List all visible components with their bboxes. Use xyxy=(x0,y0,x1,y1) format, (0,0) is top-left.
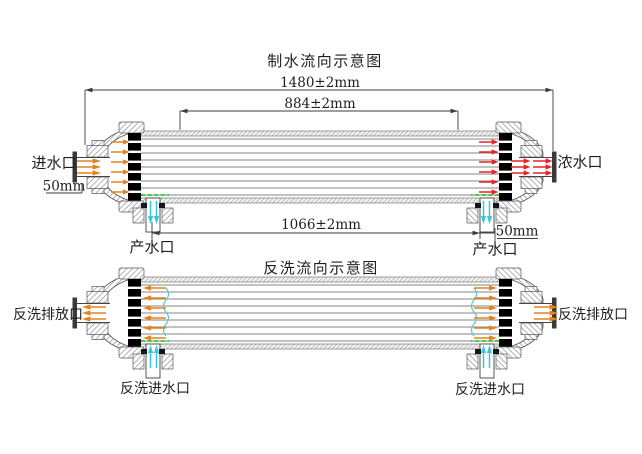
drain-right-label: 反洗排放口 xyxy=(558,307,628,323)
backwash-title: 反洗流向示意图 xyxy=(263,259,379,277)
dimension-membrane-length: 884±2mm xyxy=(179,96,459,130)
permeate-left-label: 产水口 xyxy=(129,238,174,256)
backwash-inlet-left-label: 反洗进水口 xyxy=(120,381,190,397)
svg-text:884±2mm: 884±2mm xyxy=(284,96,355,112)
backwash-inlet-right-label: 反洗进水口 xyxy=(455,382,525,398)
backwash-flow-diagram: 反洗流向示意图 反洗排放口 反洗排放口 反洗进水口 反洗进水口 xyxy=(13,259,628,398)
svg-text:1066±2mm: 1066±2mm xyxy=(281,217,361,233)
production-flow-diagram: 制水流向示意图 1480±2mm 884±2mm 1066±2mm 50 xyxy=(31,52,602,258)
concentrate-label: 浓水口 xyxy=(557,153,602,171)
drain-left-label: 反洗排放口 xyxy=(13,307,83,323)
dimension-inlet-port-size: 50mm xyxy=(43,179,86,195)
production-title: 制水流向示意图 xyxy=(267,52,383,70)
dimension-overall-length: 1480±2mm xyxy=(84,75,554,151)
svg-text:50mm: 50mm xyxy=(43,179,86,195)
permeate-right-label: 产水口 xyxy=(472,240,517,258)
inlet-label: 进水口 xyxy=(31,154,76,172)
backwash-wave-right xyxy=(470,287,478,337)
svg-text:1480±2mm: 1480±2mm xyxy=(280,75,360,91)
dimension-port-spacing: 1066±2mm xyxy=(151,217,496,243)
svg-text:50mm: 50mm xyxy=(496,224,539,240)
dimension-permeate-port-size: 50mm xyxy=(496,224,539,240)
backwash-wave-left xyxy=(162,287,170,337)
